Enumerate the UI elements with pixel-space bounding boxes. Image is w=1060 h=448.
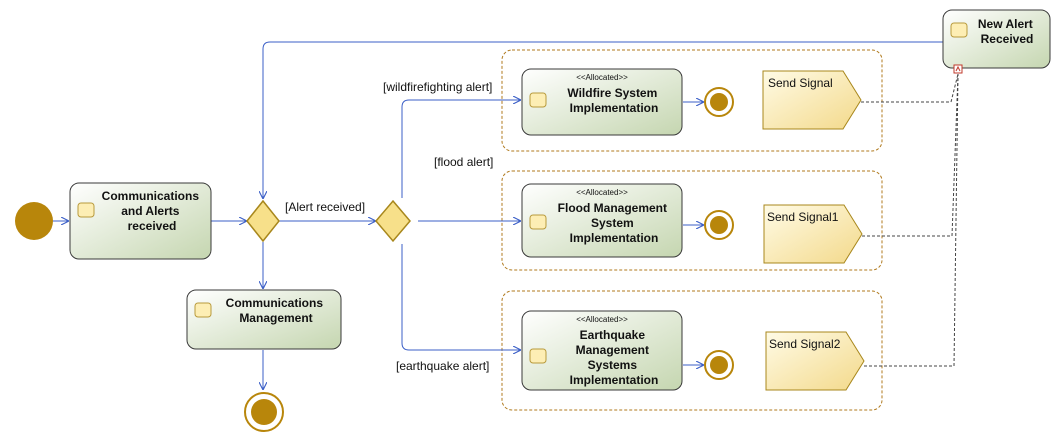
action-label-line: New Alert [978, 17, 1033, 31]
final-node-flood[interactable] [704, 210, 734, 240]
action-pin-icon [950, 22, 968, 38]
send-signal-label: Send Signal1 [767, 210, 839, 224]
action-pin-icon [77, 202, 95, 218]
action-label-line: and Alerts [121, 204, 180, 218]
activity-final-node[interactable] [244, 392, 284, 432]
send-signal-label: Send Signal [768, 76, 833, 90]
flow-decision-to-wildfire [401, 100, 521, 198]
svg-text:Flood Management System: Flood Management System Implementation [558, 201, 671, 245]
merge-node[interactable] [246, 199, 280, 243]
guard-earthquake: [earthquake alert] [396, 359, 489, 373]
guard-wildfire: [wildfirefighting alert] [383, 80, 492, 94]
action-label-line: Communications [226, 296, 324, 310]
action-label-line: Wildfire System [567, 86, 657, 100]
guard-alert-received: [Alert received] [285, 200, 365, 214]
action-new-alert-received[interactable]: New Alert Received [942, 9, 1051, 69]
signal-input-pin[interactable] [953, 64, 963, 74]
flow-decision-to-earthquake [401, 244, 521, 350]
send-signal-2[interactable]: Send Signal2 [765, 331, 865, 391]
dep-signal1-to-pin [862, 73, 959, 237]
action-wildfire-system-implementation[interactable]: <<Allocated>> Wildfire System Implementa… [521, 68, 683, 136]
wildfire-allocation-group [501, 49, 883, 152]
svg-text:Communications and Alert: Communications and Alerts received [102, 189, 203, 233]
action-earthquake-management-systems-implementation[interactable]: <<Allocated>> Earthquake Management Syst… [521, 310, 683, 391]
svg-text:Communications Managemen: Communications Management [226, 296, 327, 325]
final-node-wildfire[interactable] [704, 87, 734, 117]
decision-node[interactable] [375, 199, 411, 243]
action-label-line: System [591, 216, 634, 230]
action-label-line: Flood Management [558, 201, 667, 215]
svg-text:New Alert Received: New Alert Received [978, 17, 1036, 46]
stereotype-label: <<Allocated>> [576, 73, 628, 82]
action-label-line: Implementation [570, 373, 659, 387]
action-communications-management[interactable]: Communications Management [186, 289, 342, 350]
action-label-line: Implementation [570, 231, 659, 245]
send-signal-1[interactable]: Send Signal1 [763, 204, 863, 264]
final-node-earthquake[interactable] [704, 350, 734, 380]
action-label-line: Communications [102, 189, 200, 203]
action-flood-management-system-implementation[interactable]: <<Allocated>> Flood Management System Im… [521, 183, 683, 258]
dep-signal0-to-pin [861, 73, 959, 103]
guard-flood: [flood alert] [434, 155, 493, 169]
action-label-line: Earthquake [580, 328, 646, 342]
initial-node[interactable] [15, 202, 53, 240]
action-pin-icon [194, 302, 212, 318]
action-label-line: Implementation [570, 101, 659, 115]
dep-signal2-to-pin [864, 73, 959, 367]
svg-text:Earthquake Management: Earthquake Management Systems Implementa… [570, 328, 659, 387]
action-label-line: received [128, 219, 177, 233]
send-signal-0[interactable]: Send Signal [762, 70, 862, 130]
stereotype-label: <<Allocated>> [576, 315, 628, 324]
action-label-line: Received [981, 32, 1034, 46]
action-label-line: Systems [588, 358, 638, 372]
svg-text:Wildfire System Implemen: Wildfire System Implementation [567, 86, 660, 115]
send-signal-label: Send Signal2 [769, 337, 841, 351]
action-pin-icon [529, 348, 547, 364]
action-pin-icon [529, 92, 547, 108]
action-pin-icon [529, 214, 547, 230]
action-label-line: Management [576, 343, 649, 357]
flow-new-alert-to-merge [263, 41, 943, 199]
action-communications-alerts-received[interactable]: Communications and Alerts received [69, 182, 212, 260]
action-label-line: Management [239, 311, 312, 325]
stereotype-label: <<Allocated>> [576, 188, 628, 197]
